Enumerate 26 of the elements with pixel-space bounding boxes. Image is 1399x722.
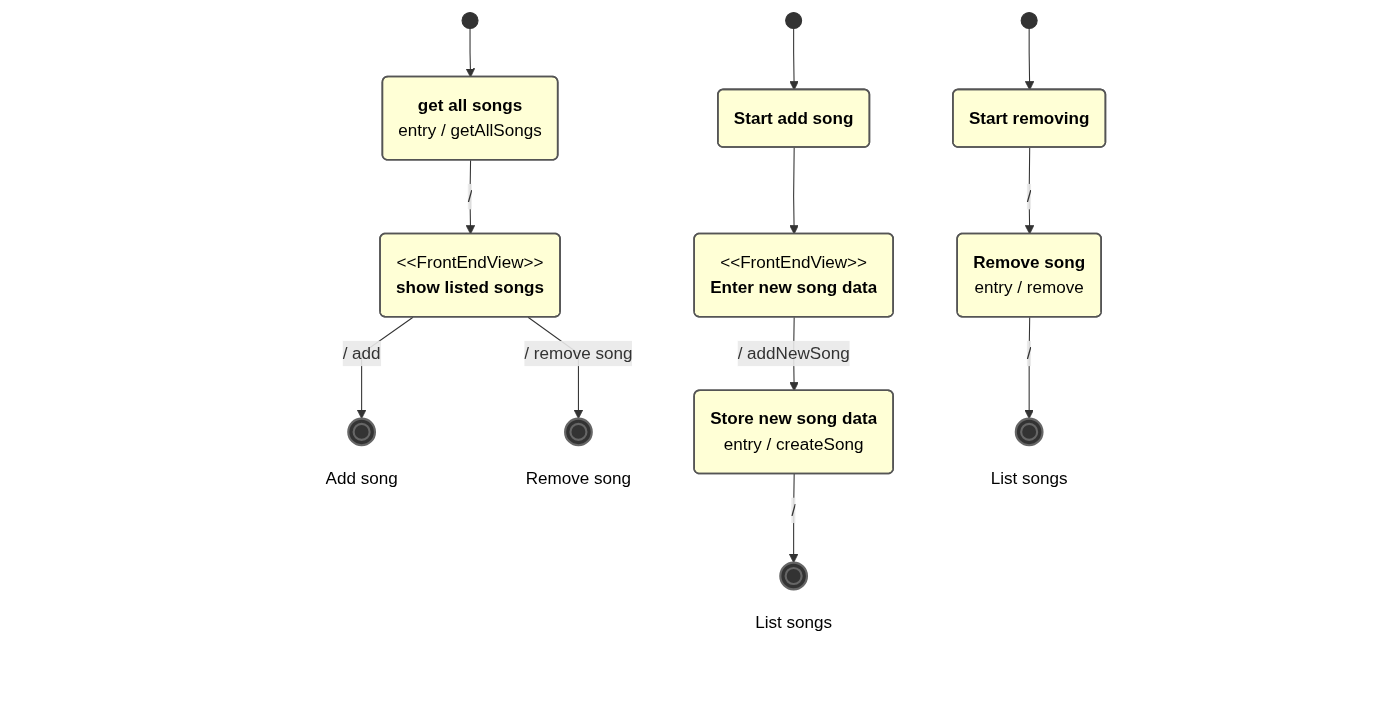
arrow — [788, 473, 799, 563]
edge-label: / remove song — [524, 343, 633, 362]
node-label: List songs — [755, 612, 833, 631]
node-circle — [785, 11, 803, 29]
node-circle — [1014, 417, 1044, 446]
arrow — [465, 159, 476, 234]
node-circle — [564, 417, 593, 446]
edge-label: / — [467, 186, 473, 205]
node-circle — [779, 561, 809, 590]
node-label: Add song — [325, 468, 398, 487]
edge-label: / addNewSong — [737, 343, 850, 362]
node-label: Remove song — [525, 468, 632, 487]
edge-label: / add — [342, 343, 381, 362]
node-circle — [1020, 11, 1038, 29]
node-label: List songs — [990, 468, 1068, 487]
arrow — [1024, 316, 1034, 419]
edge-label: / — [1026, 343, 1032, 362]
arrow — [465, 27, 476, 78]
edge-label: / — [1026, 186, 1032, 205]
node-circle — [461, 11, 479, 29]
node-circle — [347, 417, 377, 446]
edge-label: / — [791, 500, 797, 519]
arrow — [1024, 146, 1035, 234]
arrow — [789, 27, 799, 90]
arrow — [789, 146, 799, 234]
arrow — [1024, 27, 1035, 90]
